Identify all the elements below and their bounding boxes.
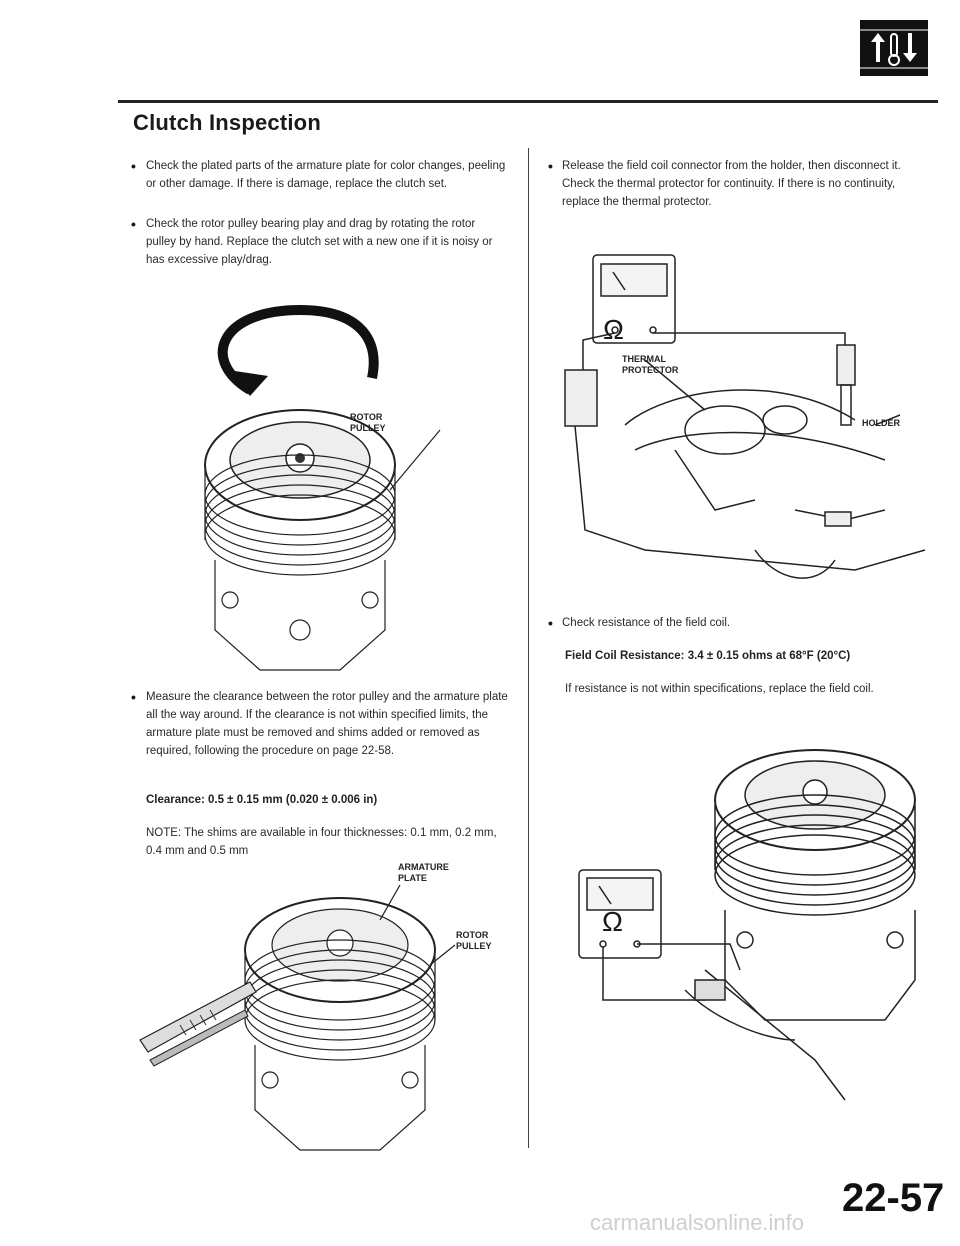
right-bullet-2: Check resistance of the field coil. [562, 617, 731, 629]
callout-line: THERMAL [622, 354, 666, 364]
callout-line: PULLEY [456, 941, 492, 951]
callout-line: ROTOR [456, 930, 489, 940]
rotor-pulley-illustration [204, 304, 441, 671]
figure-field-coil [565, 740, 940, 1101]
bullet-marker: • [548, 158, 553, 174]
callout-line: PULLEY [350, 423, 386, 433]
callout-holder: HOLDER [862, 418, 900, 428]
bullet-marker: • [131, 158, 136, 174]
right-bullet-1: Release the field coil connector from th… [562, 160, 901, 208]
callout-thermal-protector: THERMAL PROTECTOR [622, 354, 678, 376]
clearance-illustration [139, 884, 456, 1151]
thermal-protector-illustration [564, 254, 926, 579]
callout-line: ROTOR [350, 412, 383, 422]
field-coil-spec: Field Coil Resistance: 3.4 ± 0.15 ohms a… [565, 650, 851, 662]
ohm-symbol: Ω [603, 314, 624, 345]
left-bullet-1: Check the plated parts of the armature p… [146, 160, 506, 190]
figure-clearance-measure [139, 870, 520, 1160]
watermark: carmanualsonline.info [590, 1210, 805, 1235]
column-divider [528, 148, 529, 1148]
bullet-marker: • [131, 216, 136, 232]
resistance-note: If resistance is not within specificatio… [565, 683, 874, 695]
callout-rotor-pulley-2: ROTOR PULLEY [456, 930, 492, 952]
figure-rotor-pulley [190, 300, 510, 680]
left-bullet-3: Measure the clearance between the rotor … [146, 691, 508, 757]
clearance-spec: Clearance: 0.5 ± 0.15 mm (0.020 ± 0.006 … [146, 794, 378, 806]
thermometer-arrows-icon [860, 20, 928, 76]
callout-armature-plate: ARMATURE PLATE [398, 862, 449, 884]
section-icon [860, 20, 928, 76]
header-rule [118, 100, 938, 103]
callout-line: ARMATURE [398, 862, 449, 872]
left-bullet-2: Check the rotor pulley bearing play and … [146, 218, 493, 266]
page-number: 22-57 [842, 1176, 945, 1220]
field-coil-illustration [578, 749, 916, 1101]
figure-thermal-protector [555, 250, 935, 600]
callout-line: PLATE [398, 873, 427, 883]
ohm-symbol-2: Ω [602, 906, 623, 937]
shim-note: NOTE: The shims are available in four th… [146, 827, 497, 857]
page-title: Clutch Inspection [133, 110, 321, 135]
bullet-marker: • [548, 615, 553, 631]
bullet-marker: • [131, 689, 136, 705]
callout-rotor-pulley: ROTOR PULLEY [350, 412, 386, 434]
callout-line: PROTECTOR [622, 365, 679, 375]
